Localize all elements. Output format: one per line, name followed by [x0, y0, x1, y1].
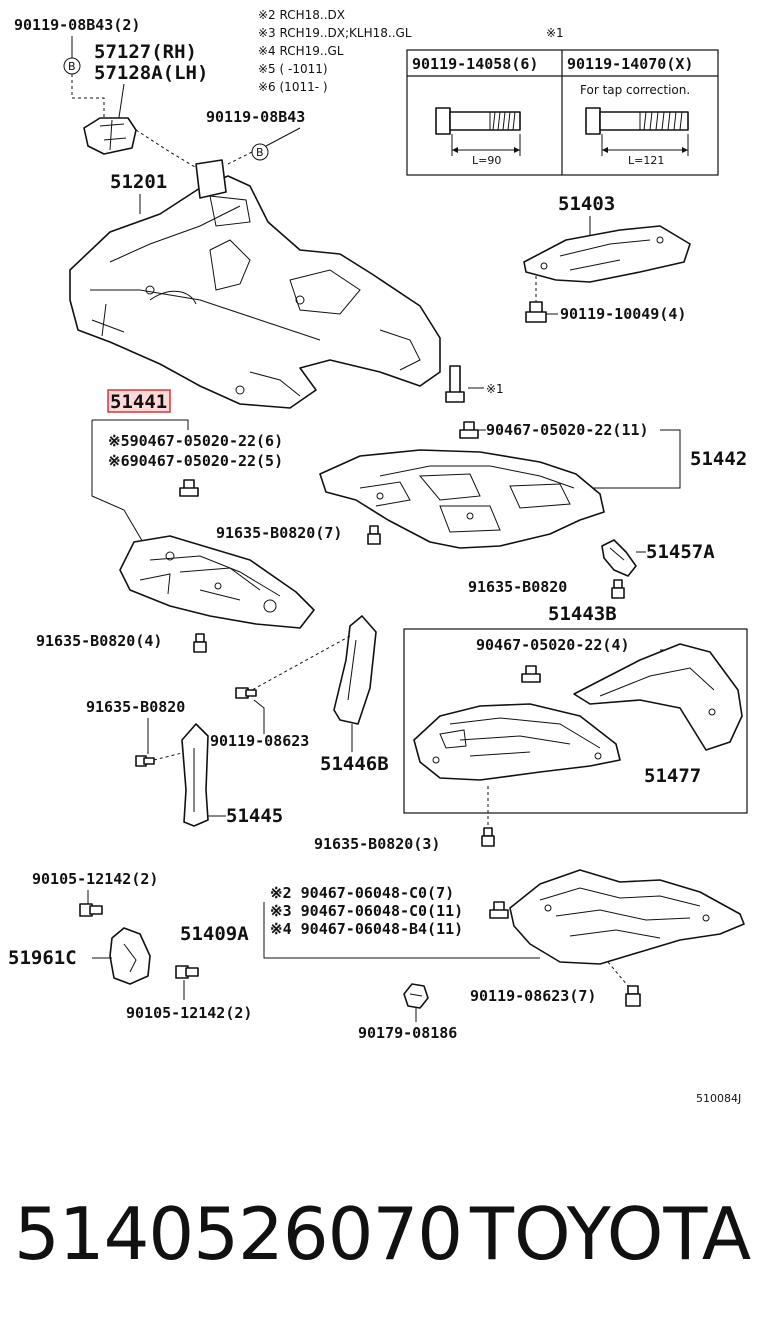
bolt-91635-b0820-7[interactable] — [367, 525, 381, 545]
label-90119-10049[interactable]: 90119-10049(4) — [560, 305, 686, 323]
label-note5-90467[interactable]: ※590467-05020-22(6) — [108, 432, 283, 450]
note-4: ※4 RCH19..GL — [258, 44, 344, 58]
leader-line — [92, 419, 189, 430]
label-51961c[interactable]: 51961C — [8, 947, 77, 969]
bolt-90119-08623[interactable] — [235, 687, 257, 699]
label-51445[interactable]: 51445 — [226, 805, 283, 827]
label-90467-05020-22-11[interactable]: 90467-05020-22(11) — [486, 421, 649, 439]
label-x1: ※1 — [486, 382, 504, 396]
clip-90467-06048[interactable] — [489, 901, 509, 919]
bolt-90119-10049[interactable] — [525, 301, 547, 323]
bolt-table-col2-header[interactable]: 90119-14070(X) — [567, 55, 693, 73]
applicability-notes: ※2 RCH18..DX ※3 RCH19..DX;KLH18..GL ※4 R… — [258, 8, 412, 94]
part-57127-bracket[interactable] — [83, 117, 137, 155]
label-note6-90467[interactable]: ※690467-05020-22(5) — [108, 452, 283, 470]
label-90119-08B43-2[interactable]: 90119-08B43(2) — [14, 16, 140, 34]
label-51443b[interactable]: 51443B — [548, 603, 617, 625]
bolt-table-ref: ※1 — [546, 26, 564, 40]
bolt-x1[interactable] — [445, 365, 465, 403]
part-51201-front-crossmember[interactable] — [69, 159, 441, 409]
dashed-leader — [135, 129, 201, 171]
part-51445-brace[interactable] — [181, 723, 209, 827]
label-91635-B0820-3[interactable]: 91635-B0820(3) — [314, 835, 440, 853]
bolt-table-col1-header[interactable]: 90119-14058(6) — [412, 55, 538, 73]
leader-line — [590, 429, 681, 489]
label-90105-12142-a[interactable]: 90105-12142(2) — [32, 870, 158, 888]
label-90179-08186[interactable]: 90179-08186 — [358, 1024, 457, 1042]
bolt-90105-12142-a[interactable] — [79, 903, 103, 917]
part-51403-plate[interactable] — [523, 225, 691, 283]
part-51442-engine-under-cover[interactable] — [319, 449, 605, 549]
highlight-51441 — [107, 389, 171, 413]
part-51443b-cover[interactable] — [413, 703, 621, 781]
label-51403[interactable]: 51403 — [558, 193, 615, 215]
footer-part-number: 5140526070 — [14, 1192, 463, 1276]
label-90105-12142-b[interactable]: 90105-12142(2) — [126, 1004, 252, 1022]
group-box-51443b — [403, 628, 748, 814]
label-90119-08B43[interactable]: 90119-08B43 — [206, 108, 305, 126]
bolt-table-col2-note: For tap correction. — [580, 83, 690, 97]
clip-90467-11[interactable] — [459, 421, 479, 439]
label-51201[interactable]: 51201 — [110, 171, 167, 193]
clip-90467-51441[interactable] — [179, 479, 199, 497]
label-57128a-lh[interactable]: 57128A(LH) — [94, 62, 208, 84]
note-6: ※6 (1011- ) — [258, 80, 328, 94]
note-2: ※2 RCH18..DX — [258, 8, 345, 22]
bolt-90119-14058-drawing — [435, 107, 521, 156]
dashed-leader — [71, 74, 105, 118]
label-51457a[interactable]: 51457A — [646, 541, 715, 563]
label-51477[interactable]: 51477 — [644, 765, 701, 787]
note-3: ※3 RCH19..DX;KLH18..GL — [258, 26, 412, 40]
bolt-table-col2-length: L=121 — [628, 154, 664, 167]
label-51441[interactable]: 51441 — [110, 391, 167, 413]
part-51409a-under-cover[interactable] — [509, 869, 745, 965]
diagram-code: 510084J — [696, 1092, 741, 1105]
leader-line — [253, 699, 265, 734]
label-90119-08623-7[interactable]: 90119-08623(7) — [470, 987, 596, 1005]
bolt-91635-b0820-3[interactable] — [481, 827, 495, 847]
label-91635-B0820-7[interactable]: 91635-B0820(7) — [216, 524, 342, 542]
part-51446b-brace[interactable] — [333, 615, 377, 725]
note-5: ※5 ( -1011) — [258, 62, 328, 76]
bolt-90119-14070-drawing — [585, 107, 689, 156]
circle-b-label: B — [68, 60, 76, 73]
bolt-table-col1-length: L=90 — [472, 154, 501, 167]
part-51441-engine-under-cover[interactable] — [119, 535, 315, 629]
leader-line — [91, 420, 145, 545]
label-note4-90467[interactable]: ※4 90467-06048-B4(11) — [270, 920, 463, 938]
bolt-91635-b0820-a[interactable] — [611, 579, 625, 599]
label-51446b[interactable]: 51446B — [320, 753, 389, 775]
circle-b-label: B — [256, 146, 264, 159]
bolt-91635-b0820-b[interactable] — [135, 755, 155, 767]
dashed-leader — [607, 961, 629, 987]
clip-90467-4[interactable] — [521, 665, 541, 683]
circle-b-marker: B — [63, 57, 81, 75]
label-note3-90467[interactable]: ※3 90467-06048-C0(11) — [270, 902, 463, 920]
label-91635-B0820-b[interactable]: 91635-B0820 — [86, 698, 185, 716]
dashed-leader — [153, 751, 187, 761]
bolt-91635-b0820-4[interactable] — [193, 633, 207, 653]
bolt-90119-08623-7[interactable] — [625, 985, 641, 1007]
bolt-table: ※1 90119-14058(6) 90119-14070(X) For tap… — [406, 26, 719, 176]
leader-line — [265, 127, 301, 147]
dashed-leader — [251, 635, 351, 691]
footer-brand: TOYOTA — [470, 1192, 752, 1276]
label-91635-B0820-a[interactable]: 91635-B0820 — [468, 578, 567, 596]
label-note2-90467[interactable]: ※2 90467-06048-C0(7) — [270, 884, 454, 902]
dashed-leader — [227, 151, 253, 165]
leader-line — [263, 902, 540, 959]
label-57127-rh[interactable]: 57127(RH) — [94, 41, 197, 63]
label-91635-B0820-4[interactable]: 91635-B0820(4) — [36, 632, 162, 650]
label-51442[interactable]: 51442 — [690, 448, 747, 470]
label-51409a[interactable]: 51409A — [180, 923, 249, 945]
circle-b-marker-2: B — [251, 143, 269, 161]
label-90119-08623[interactable]: 90119-08623 — [210, 732, 309, 750]
part-51477-cover[interactable] — [573, 643, 743, 751]
part-51457a-bracket[interactable] — [601, 539, 637, 577]
label-90467-05020-22-4[interactable]: 90467-05020-22(4) — [476, 636, 630, 654]
part-90179-08186-nut[interactable] — [403, 983, 429, 1009]
bolt-90105-12142-b[interactable] — [175, 965, 199, 979]
part-51961c-bracket[interactable] — [109, 927, 151, 985]
